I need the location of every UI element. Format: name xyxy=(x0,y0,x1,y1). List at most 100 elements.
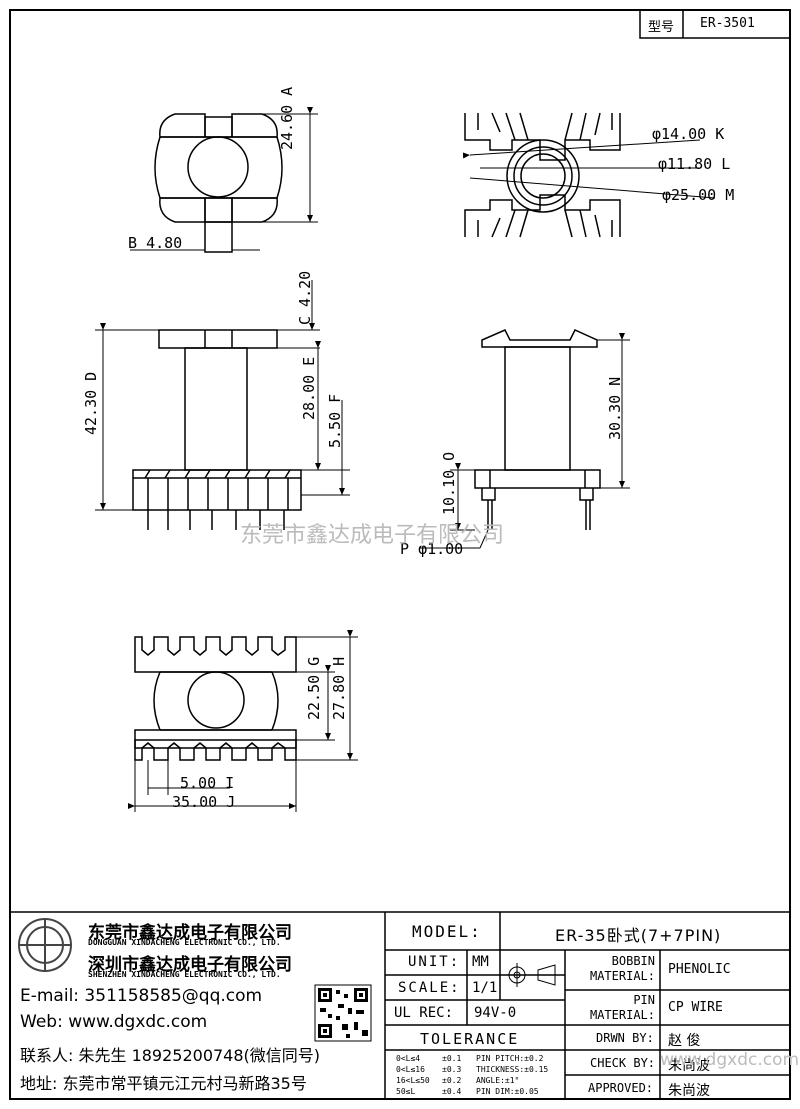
dim-m-label: φ25.00 M xyxy=(662,186,734,204)
tb-drawn-value: 赵 俊 xyxy=(668,1033,701,1049)
dim-p-tag: P xyxy=(400,540,410,558)
dim-n-value: 30.30 xyxy=(606,394,624,440)
dim-d-label: 42.30 D xyxy=(82,372,100,435)
dim-e-value: 28.00 xyxy=(300,374,318,420)
dim-i-label: 5.00 I xyxy=(180,774,234,792)
footer-watermark: www.dgxdc.com xyxy=(660,1050,800,1070)
side-view xyxy=(474,329,601,530)
dim-j-value: 35.00 xyxy=(172,793,218,811)
dim-b-tag: B xyxy=(128,234,138,252)
company-address: 地址: 东莞市常平镇元江元村马新路35号 xyxy=(20,1074,307,1093)
side-view-dims xyxy=(420,333,630,549)
company-name-cn-2: 深圳市鑫达成电子有限公司 xyxy=(88,955,292,975)
tb-check-label: CHECK BY: xyxy=(590,1056,656,1070)
tol-row-1-range: 0<L≤4 xyxy=(396,1054,421,1063)
header-box xyxy=(639,9,791,39)
dim-j-label: 35.00 J xyxy=(172,793,235,811)
dim-a-label: 24.60 A xyxy=(278,87,296,150)
tb-approved-label: APPROVED: xyxy=(588,1081,654,1095)
dim-h-value: 27.80 xyxy=(330,674,348,720)
company-logo-icon xyxy=(18,918,72,972)
tb-ul-value: 94V-0 xyxy=(474,1005,517,1021)
dim-h-tag: H xyxy=(330,656,348,666)
tol-row-3-note: ANGLE:±1° xyxy=(476,1076,520,1085)
dim-b-label: B 4.80 xyxy=(128,234,182,252)
dim-i-tag: I xyxy=(225,774,235,792)
dim-g-label: 22.50 G xyxy=(305,657,323,720)
header-model-label: 型号 xyxy=(648,20,675,35)
tol-row-4-note: PIN DIM:±0.05 xyxy=(476,1087,539,1096)
dim-d-tag: D xyxy=(82,371,100,381)
title-block-grid xyxy=(10,911,790,1099)
tb-model-label: MODEL: xyxy=(412,922,482,941)
company-name-en-1: DONGGUAN XINDACHENG ELECTRONIC CO., LTD. xyxy=(88,938,281,947)
bottom-view-dims xyxy=(128,630,358,812)
dim-g-tag: G xyxy=(305,656,323,666)
dim-f-tag: F xyxy=(326,393,344,403)
dim-h-label: 27.80 H xyxy=(330,657,348,720)
dim-k-tag: K xyxy=(715,125,725,143)
dim-n-label: 30.30 N xyxy=(606,377,624,440)
tb-check-value: 朱尚波 xyxy=(668,1058,710,1074)
dim-p-label: P φ1.00 xyxy=(400,540,463,558)
tb-pin-material-value: CP WIRE xyxy=(668,1000,723,1015)
tol-row-3-tol: ±0.2 xyxy=(442,1076,462,1085)
dim-n-tag: N xyxy=(606,376,624,386)
company-email: E-mail: 351158585@qq.com xyxy=(20,986,263,1006)
company-name-cn-1: 东莞市鑫达成电子有限公司 xyxy=(88,923,292,943)
dim-o-value: 10.10 xyxy=(440,469,458,515)
end-view xyxy=(154,113,283,253)
tb-bobbin-material-label: BOBBIN MATERIAL: xyxy=(589,954,655,983)
dim-a-value: 24.60 xyxy=(278,104,296,150)
dim-f-label: 5.50 F xyxy=(326,394,344,448)
dim-c-value: 4.20 xyxy=(296,270,314,307)
tol-row-4-tol: ±0.4 xyxy=(442,1087,462,1096)
dim-f-value: 5.50 xyxy=(326,411,344,448)
dim-a-lines xyxy=(262,107,318,223)
bottom-view xyxy=(134,636,297,761)
tol-row-1-tol: ±0.1 xyxy=(442,1054,462,1063)
dim-m-tag: M xyxy=(725,186,735,204)
projection-symbol xyxy=(505,963,556,987)
tb-approved-value: 朱尚波 xyxy=(668,1083,710,1099)
dim-g-value: 22.50 xyxy=(305,674,323,720)
dim-o-label: 10.10 O xyxy=(440,452,458,515)
dim-j-tag: J xyxy=(226,793,236,811)
dim-e-tag: E xyxy=(300,356,318,366)
qr-code xyxy=(314,984,372,1042)
tb-tolerance-label: TOLERANCE xyxy=(420,1030,520,1048)
dim-e-label: 28.00 E xyxy=(300,357,318,420)
drawing-border xyxy=(9,9,791,1100)
dim-p-value: φ1.00 xyxy=(418,540,464,558)
tol-row-3-range: 16<L≤50 xyxy=(396,1076,430,1085)
dim-i-value: 5.00 xyxy=(180,774,217,792)
tol-row-2-tol: ±0.3 xyxy=(442,1065,462,1074)
company-contact: 联系人: 朱先生 18925200748(微信同号) xyxy=(20,1046,321,1065)
dim-o-tag: O xyxy=(440,451,458,461)
tol-row-4-range: 50≤L xyxy=(396,1087,416,1096)
tb-bobbin-material-value: PHENOLIC xyxy=(668,962,731,977)
dim-k-value: φ14.00 xyxy=(652,125,707,143)
company-name-en-2: SHENZHEN XINDACHENG ELECTRONIC CO., LTD. xyxy=(88,970,281,979)
header-model-value: ER-3501 xyxy=(700,16,755,31)
dim-k-label: φ14.00 K xyxy=(652,125,724,143)
dim-l-label: φ11.80 L xyxy=(658,155,730,173)
dim-c-tag: C xyxy=(296,315,314,325)
dim-d-value: 42.30 xyxy=(82,389,100,435)
dim-l-tag: L xyxy=(721,155,731,173)
dim-a-tag: A xyxy=(278,86,296,96)
dim-b-value: 4.80 xyxy=(146,234,183,252)
front-view xyxy=(132,329,302,530)
tb-model-value: ER-35卧式(7+7PIN) xyxy=(555,926,722,945)
company-web: Web: www.dgxdc.com xyxy=(20,1012,208,1032)
tol-row-2-note: THICKNESS:±0.15 xyxy=(476,1065,549,1074)
tb-scale-label: SCALE: xyxy=(398,980,461,996)
tol-row-2-range: 0<L≤16 xyxy=(396,1065,425,1074)
tb-scale-value: 1/1 xyxy=(472,980,498,996)
watermark: 东莞市鑫达成电子有限公司 xyxy=(240,523,505,548)
top-view xyxy=(464,112,621,238)
tb-drawn-label: DRWN BY: xyxy=(596,1031,654,1045)
tb-unit-value: MM xyxy=(472,954,489,970)
top-view-leaders xyxy=(462,139,716,199)
